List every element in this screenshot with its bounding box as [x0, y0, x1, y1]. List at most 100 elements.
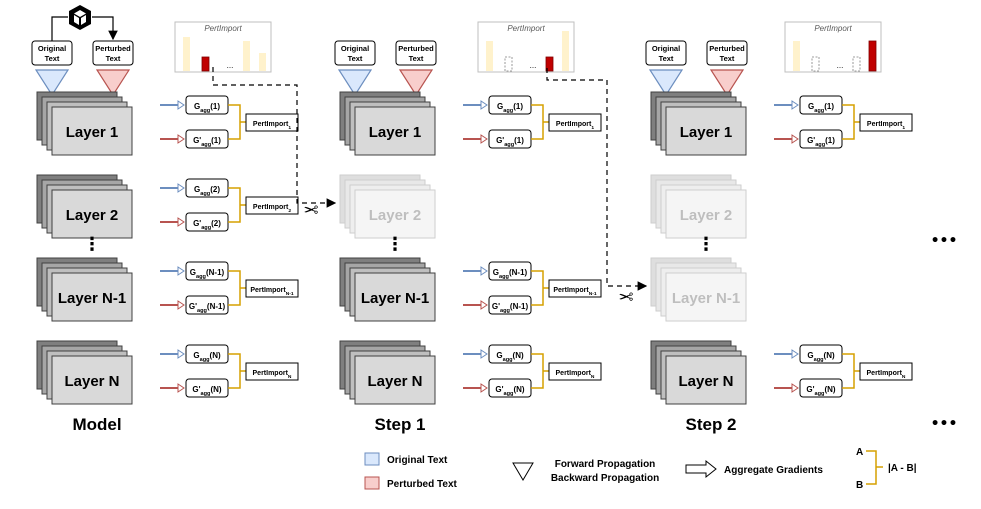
- model-arrow-out: [92, 16, 118, 41]
- gradient-group-arrowhead-pert: [480, 134, 488, 144]
- layer-stack-sheet: [339, 174, 421, 224]
- gradient-group-arrowhead-orig: [480, 100, 488, 110]
- gradient-group-g-text: Gagg(N): [807, 351, 835, 363]
- legend-b-label: B: [856, 480, 863, 491]
- layer-stack-label: Layer N-1: [672, 290, 740, 307]
- legend-aggregate-label: Aggregate Gradients: [724, 465, 823, 476]
- gradient-group-imp-box: [859, 113, 913, 132]
- layer-stack-label: Layer 2: [680, 207, 733, 224]
- gradient-group-imp-box: [245, 113, 299, 132]
- input-perturbed-triangle: [709, 69, 745, 97]
- input-perturbed-box: [395, 40, 437, 66]
- more-dots-icon: •••: [931, 233, 958, 249]
- layer-stack-label: Layer 2: [66, 207, 119, 224]
- gradient-group-arrowhead-pert: [177, 217, 185, 227]
- layer-stack: Layer 1: [36, 91, 133, 156]
- importance-chart-bar: [811, 56, 820, 72]
- cube-face-left: [74, 15, 79, 25]
- legend-backward-label: Backward Propagation: [551, 473, 659, 484]
- layer-stack-face: [354, 355, 436, 405]
- gradient-group-bracket: [228, 187, 241, 223]
- layer-stack: Layer N: [339, 340, 436, 405]
- layer-stack: Layer 2: [650, 174, 747, 239]
- panels-group: OriginalTextPerturbedTextPertImport...La…: [31, 21, 958, 434]
- gradient-group-imp-text: PertImport2: [253, 204, 291, 214]
- layer-stack-sheet: [655, 179, 737, 229]
- scissors-icon: ✂: [618, 285, 633, 306]
- importance-chart-title: PertImport: [814, 24, 852, 33]
- layer-stack-sheet: [655, 262, 737, 312]
- gradient-group-imp-text: PertImportN: [556, 370, 595, 380]
- gradient-group-bracket: [842, 104, 855, 140]
- gradient-group-bracket: [228, 353, 241, 389]
- layer-stack-face: [354, 272, 436, 322]
- gradient-group-arrowhead-pert: [177, 134, 185, 144]
- input-perturbed-label-1: Perturbed: [398, 44, 434, 53]
- gradient-group-bracket: [531, 104, 544, 140]
- layer-stack-face: [51, 106, 133, 156]
- gradient-group-imp-text: PertImportN: [867, 370, 906, 380]
- more-dots-icon: •••: [931, 416, 958, 432]
- importance-chart-bar: [243, 41, 250, 71]
- layer-stack-label: Layer N: [367, 373, 422, 390]
- importance-chart-frame: [784, 21, 882, 73]
- gradient-group-g-text: Gagg(1): [497, 102, 523, 114]
- input-perturbed-label-1: Perturbed: [709, 44, 745, 53]
- gradient-group-imp-text: PertImportN-1: [553, 287, 597, 297]
- legend-diff-label: |A - B|: [888, 463, 917, 474]
- gradient-group-gp-text: G'agg(1): [193, 136, 221, 148]
- layer-stack: Layer 1: [339, 91, 436, 156]
- importance-chart-bar: [545, 56, 554, 72]
- input-original-box: [31, 40, 73, 66]
- gradient-group-g-text: Gagg(2): [194, 185, 220, 197]
- cube-face-right: [81, 15, 86, 25]
- gradient-group-arrowhead-pert: [177, 383, 185, 393]
- layer-stack-label: Layer 2: [369, 207, 422, 224]
- gradient-group-imp-box: [548, 113, 602, 132]
- gradient-group-bracket: [228, 270, 241, 306]
- legend-bracket: [866, 450, 877, 485]
- gradient-group-gp-text: G'agg(N): [806, 385, 836, 397]
- importance-chart-bar: [486, 41, 493, 71]
- gradient-group-arrowhead-pert: [480, 300, 488, 310]
- layer-stack-sheet: [344, 179, 426, 229]
- layer-stack: Layer 2: [36, 174, 133, 239]
- input-original-triangle: [648, 69, 684, 97]
- layer-stack: Layer N-1: [339, 257, 436, 322]
- importance-chart-ellipsis: ...: [837, 61, 844, 70]
- gradient-group-gp-text: G'agg(N): [192, 385, 222, 397]
- importance-chart-bar: [201, 56, 210, 72]
- gradient-group-arrowhead-orig: [177, 100, 185, 110]
- panel-caption: Step 2: [685, 415, 736, 434]
- importance-chart-frame: [477, 21, 575, 73]
- gradient-group-imp-text: PertImport1: [867, 121, 905, 131]
- gradient-group-gp-text: G'agg(N-1): [189, 302, 226, 314]
- importance-chart-bar: [793, 41, 800, 71]
- importance-chart-ellipsis: ...: [227, 61, 234, 70]
- importance-chart-bar: [562, 31, 569, 71]
- gradient-group-arrowhead-orig: [177, 266, 185, 276]
- gradient-group-g-text: Gagg(1): [194, 102, 220, 114]
- input-original-label-1: Original: [38, 44, 66, 53]
- input-original-triangle: [34, 69, 70, 97]
- panel-caption: Model: [72, 415, 121, 434]
- panel-1: OriginalTextPerturbedTextPertImport...La…: [31, 21, 299, 434]
- cube-face-top: [74, 10, 86, 17]
- input-perturbed-label-2: Text: [720, 54, 735, 63]
- layer-stack: Layer N: [36, 340, 133, 405]
- input-original-label-2: Text: [659, 54, 674, 63]
- layer-stack-face: [354, 189, 436, 239]
- legend-propagation-triangle: [512, 462, 534, 481]
- input-perturbed-label-2: Text: [409, 54, 424, 63]
- input-original-triangle: [337, 69, 373, 97]
- legend-aggregate-arrow: [685, 459, 717, 479]
- gradient-group-imp-text: PertImport1: [253, 121, 291, 131]
- panel-2: OriginalTextPerturbedTextPertImport...La…: [334, 21, 602, 434]
- gradient-group-gp-text: G'agg(N-1): [492, 302, 529, 314]
- input-original-box: [334, 40, 376, 66]
- layer-stack-label: Layer N: [678, 373, 733, 390]
- model-arrow-in: [51, 16, 68, 41]
- gradient-group-gp-text: G'agg(2): [193, 219, 221, 231]
